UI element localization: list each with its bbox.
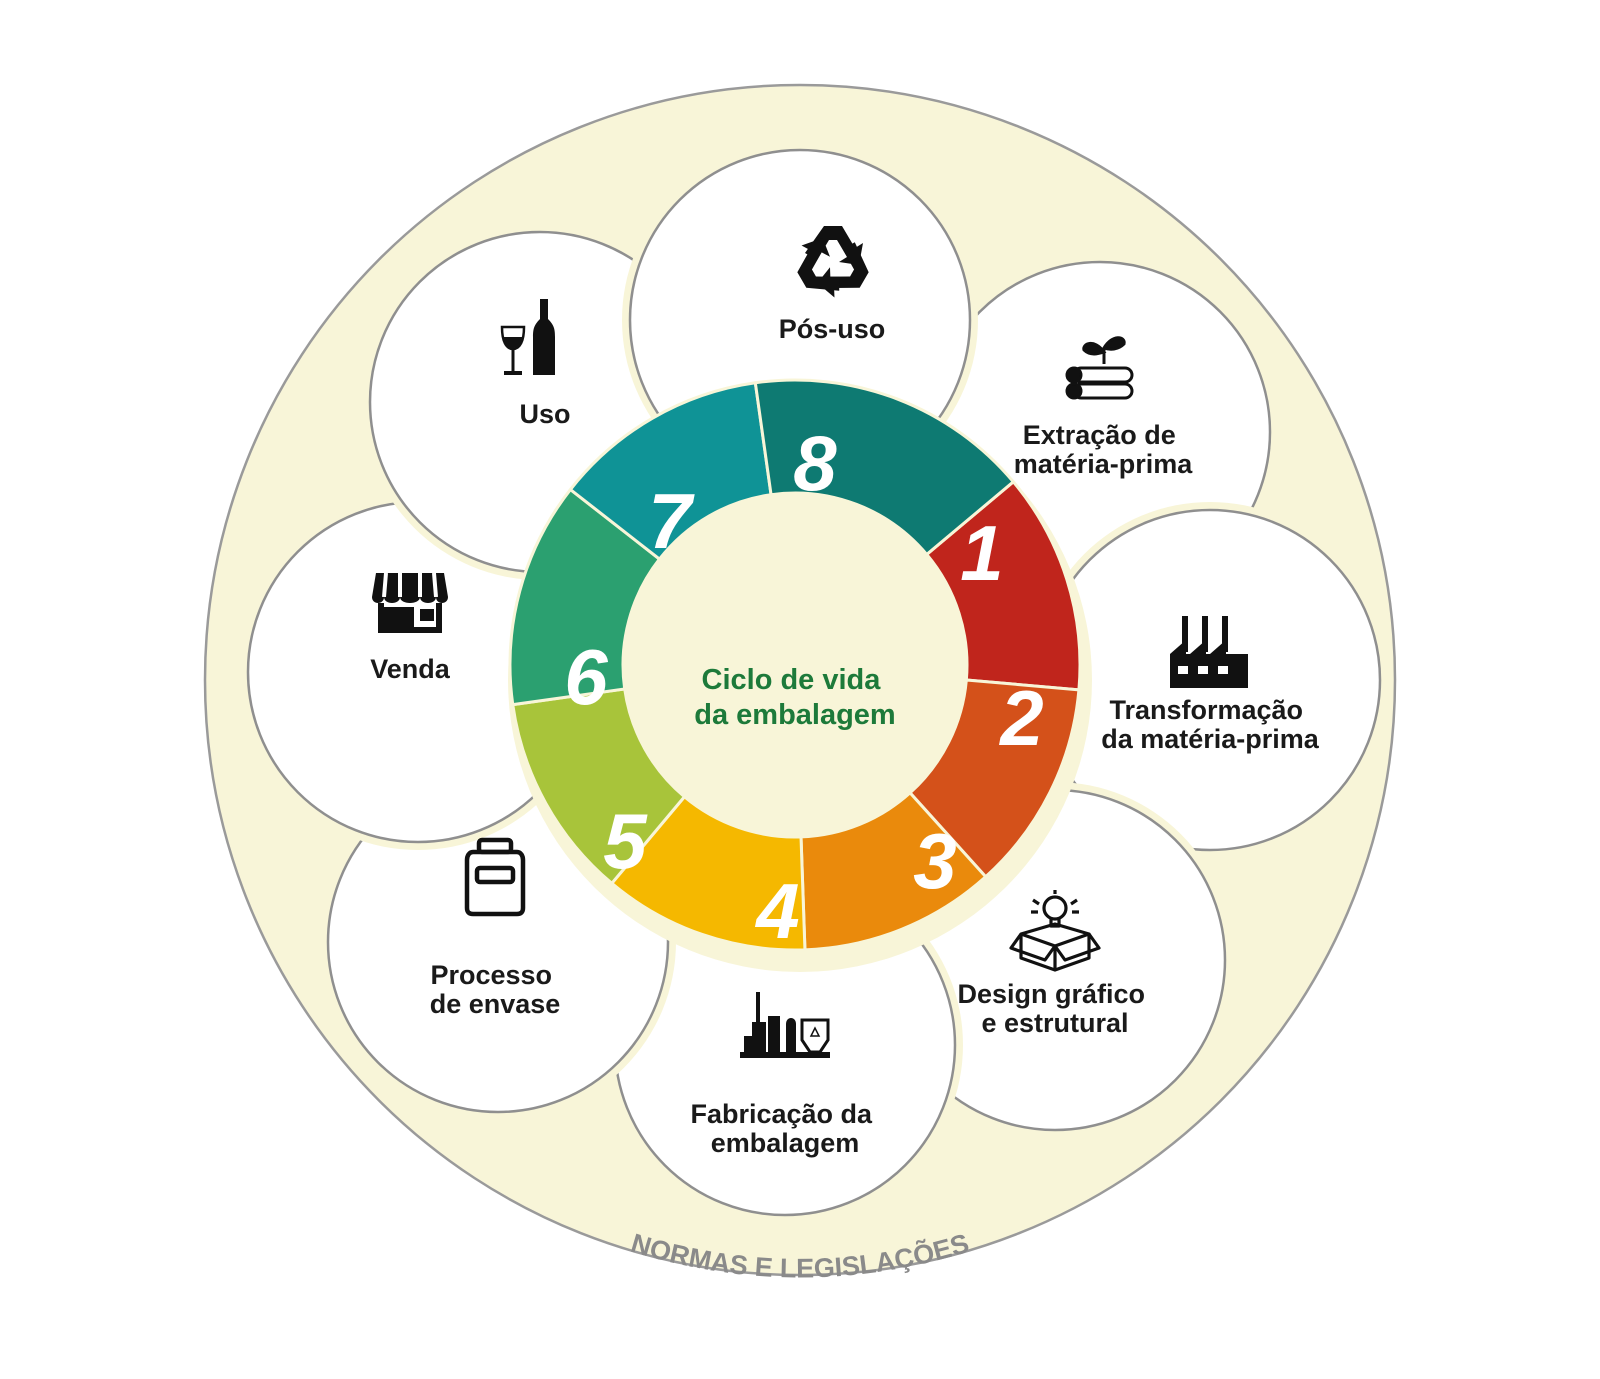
stage-number-7: 7 [648,477,695,565]
stage-label-8: Pós-uso [779,314,886,344]
stage-label-5: Processo de envase [430,960,561,1019]
ring-segment-8 [753,378,1016,557]
factory-icon [1170,616,1248,688]
stage-label-7: Uso [519,399,570,429]
store-icon [372,572,448,633]
stage-label-2: Transformação da matéria-prima [1101,695,1320,754]
recycle-icon [786,226,879,306]
center-label-line1: Ciclo de vida [702,664,882,696]
seedling-logs-icon [1065,336,1134,400]
stage-number-1: 1 [960,509,1003,597]
industrial-plant-icon [740,992,830,1058]
stage-number-8: 8 [793,419,837,507]
center-label-line2: da embalagem [694,699,895,731]
stage-labels: Extração de matéria-prima Transformação … [370,314,1320,1158]
stage-label-1: Extração de matéria-prima [1014,420,1194,479]
wine-icon [500,299,555,375]
stage-number-6: 6 [564,633,608,721]
stage-label-6: Venda [370,654,451,684]
stage-number-5: 5 [603,797,648,885]
stage-number-2: 2 [998,674,1043,762]
stage-label-4: Fabricação da embalagem [690,1099,879,1158]
ring-segments [508,378,1082,952]
center-label: Ciclo de vida da embalagem [694,664,895,731]
stage-icons [372,226,1248,1058]
jar-icon [464,837,526,917]
idea-box-icon [1009,890,1101,972]
stage-label-3: Design gráfico e estrutural [957,979,1152,1038]
stage-number-3: 3 [913,817,956,905]
stage-numbers: 1 2 3 4 5 6 7 8 [564,419,1043,955]
stage-number-4: 4 [754,867,799,955]
